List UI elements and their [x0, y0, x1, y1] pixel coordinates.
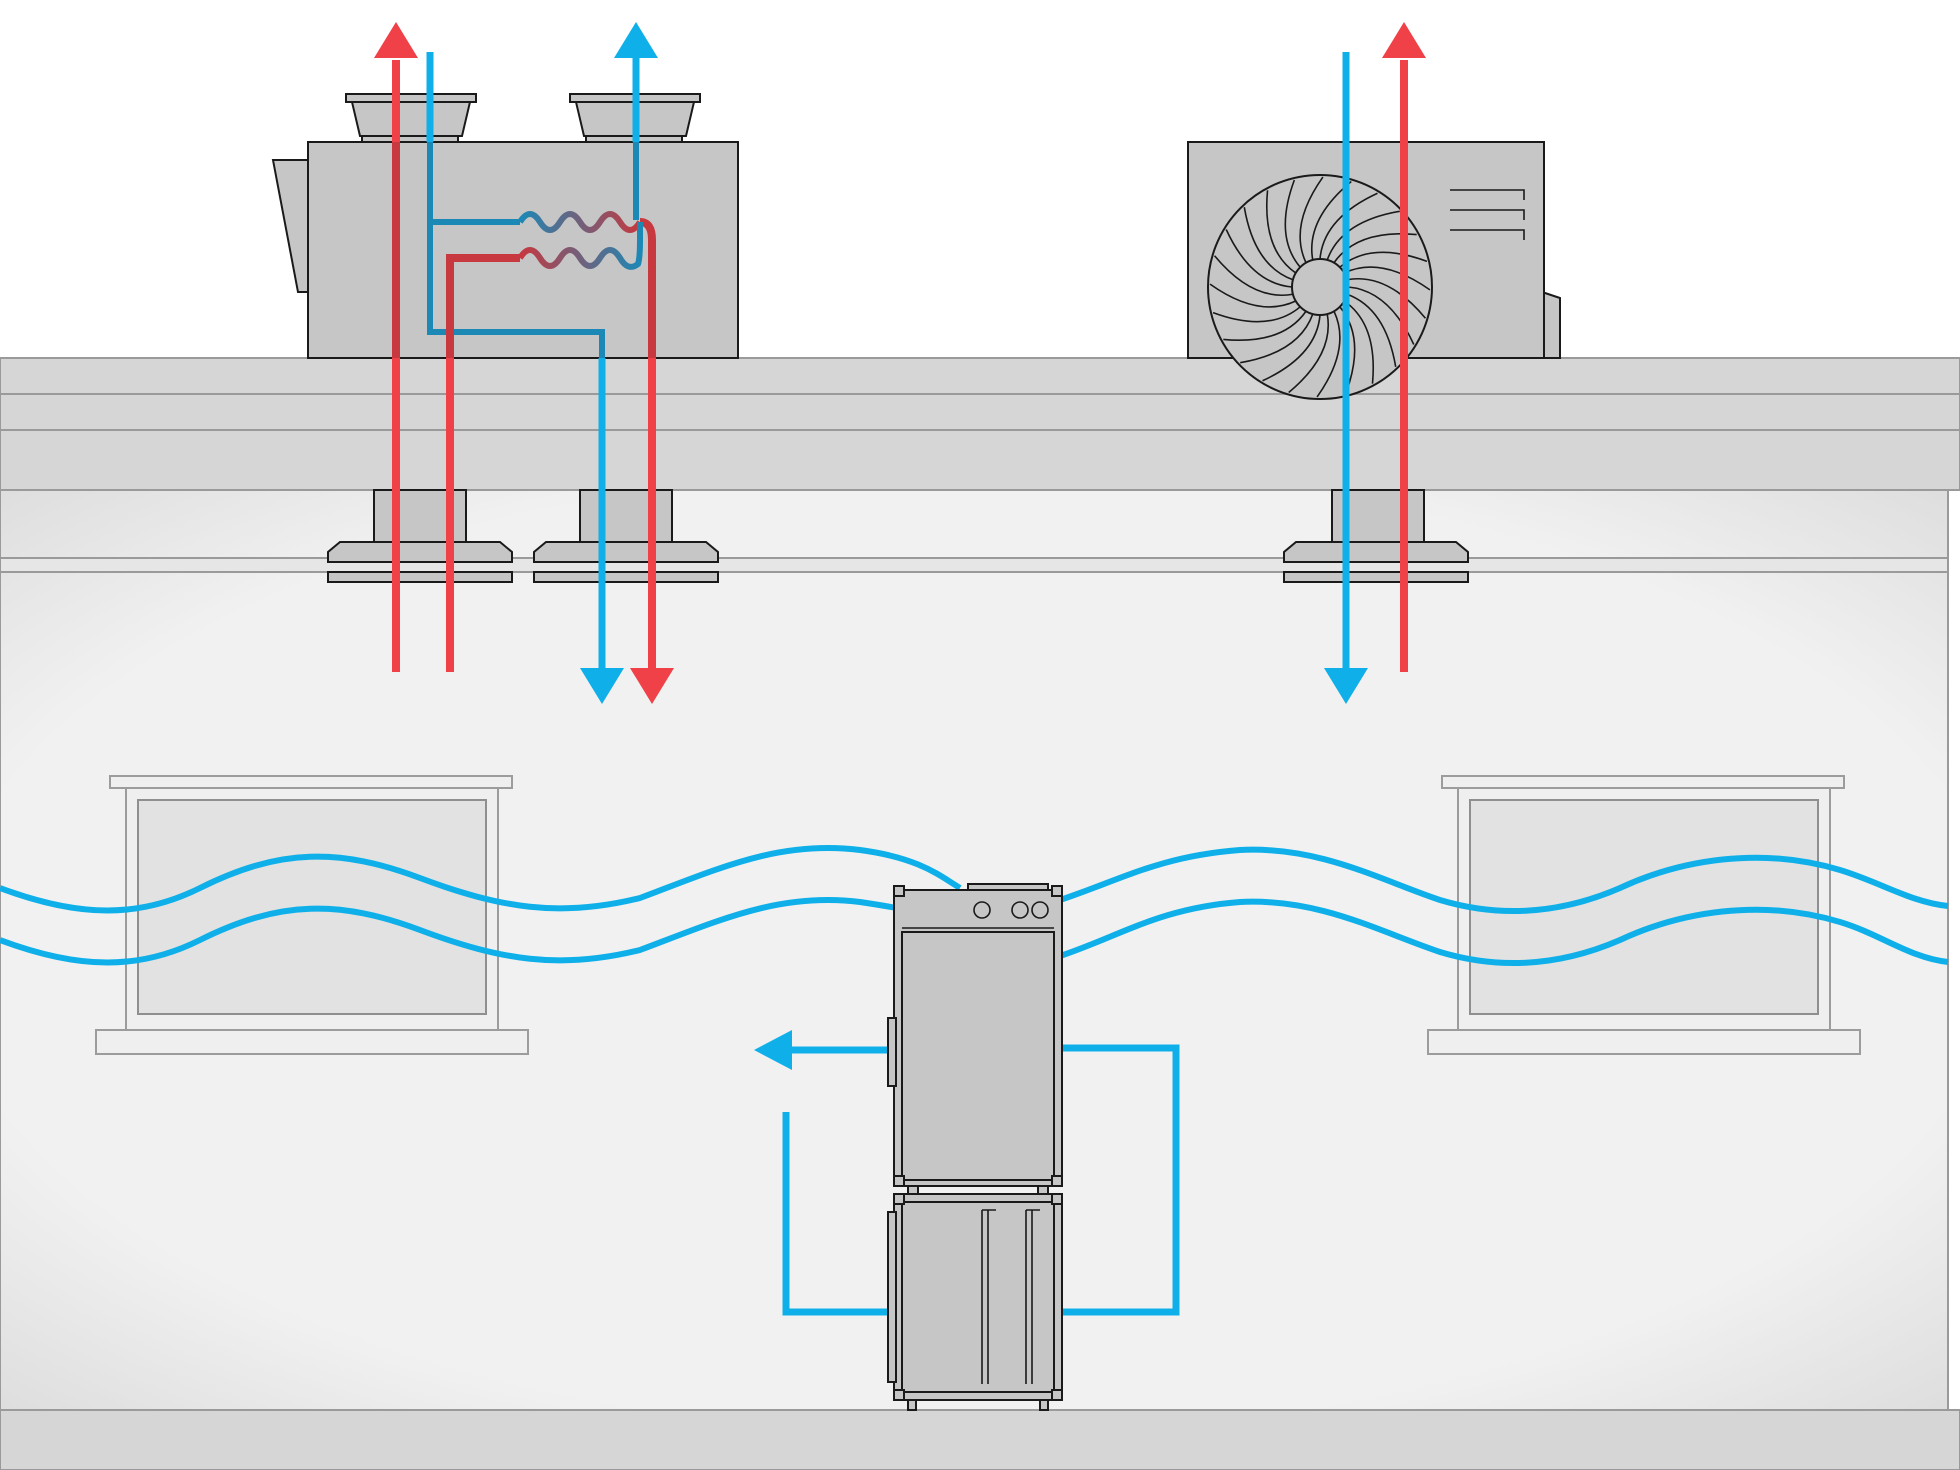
fan-blade-icon	[1319, 192, 1378, 260]
heat-exchanger-piping	[392, 52, 656, 358]
fan-blade-icon	[1326, 210, 1400, 261]
fan-blade-icon	[1284, 179, 1301, 268]
roof-slab	[0, 357, 1960, 491]
vent-louvers-icon	[1450, 189, 1525, 240]
fan-blade-icon	[1209, 283, 1297, 308]
fan-blade-icon	[1343, 300, 1374, 384]
ceiling-diffuser-left-b	[533, 489, 719, 583]
supply-return-loop	[754, 1030, 1180, 1316]
indoor-air-handling-unit	[887, 883, 1063, 1411]
fan-blade-icon	[1299, 176, 1324, 264]
fan-blade-icon	[1243, 207, 1294, 281]
arrow-down-cold-icon	[580, 668, 624, 704]
fan-blade-icon	[1346, 293, 1397, 367]
rooftop-condenser-fan-unit	[1187, 141, 1561, 400]
left-window	[95, 775, 529, 1055]
ceiling-line	[0, 557, 1949, 573]
fan-blade-icon	[1288, 313, 1329, 394]
control-knob-icon	[973, 901, 991, 919]
fan-blade-icon	[1223, 310, 1307, 341]
rooftop-heat-exchanger-unit	[271, 93, 739, 359]
airflow-arrows	[374, 22, 1426, 704]
arrow-up-hot-icon	[1382, 22, 1426, 58]
arrow-down-cold-icon	[1324, 668, 1368, 704]
fan-blade-icon	[1225, 229, 1293, 288]
fan-blade-icon	[1212, 306, 1301, 323]
arrow-up-cold-icon	[614, 22, 658, 58]
arrow-left-cold-icon	[754, 1030, 792, 1070]
fan-blade-icon	[1316, 310, 1341, 398]
fan-blade-icon	[1347, 286, 1415, 345]
fan-blade-icon	[1213, 255, 1294, 296]
arrow-up-hot-icon	[374, 22, 418, 58]
control-knob-icon	[1031, 901, 1049, 919]
airflow-waves	[0, 844, 1949, 967]
fan-blade-icon	[1240, 313, 1314, 364]
arrow-down-hot-icon	[630, 668, 674, 704]
fan-blade-icon	[1343, 266, 1431, 291]
control-knob-icon	[1011, 901, 1029, 919]
fan-blade-icon	[1262, 314, 1321, 382]
fan-blade-icon	[1346, 278, 1427, 319]
floor-slab	[0, 1409, 1960, 1470]
fan-blade-icon	[1266, 190, 1297, 274]
